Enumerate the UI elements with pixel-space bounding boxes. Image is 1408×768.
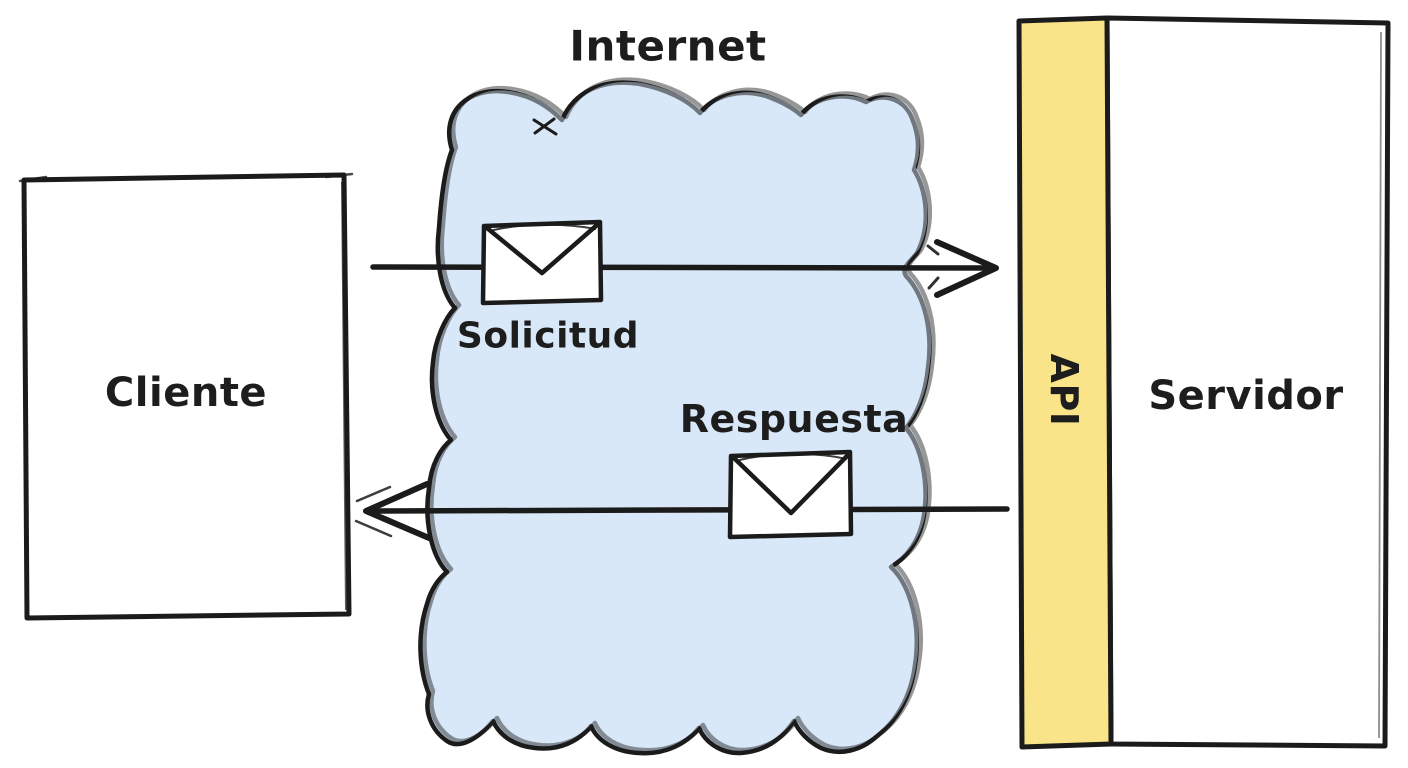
request-arrowhead bbox=[934, 239, 999, 298]
request-label: Solicitud bbox=[456, 315, 640, 357]
client-box bbox=[18, 172, 354, 621]
cloud-sketch-cross bbox=[532, 117, 558, 136]
cloud-sketch-ticks bbox=[926, 244, 940, 290]
client-box-overshoot bbox=[18, 172, 354, 183]
envelope-icon bbox=[480, 219, 604, 306]
envelope-icon bbox=[727, 449, 854, 540]
client-label: Cliente bbox=[104, 370, 268, 416]
response-arrowhead-sketch bbox=[354, 485, 393, 538]
server-box-sketch-stroke bbox=[1378, 31, 1382, 739]
response-arrow bbox=[354, 481, 1010, 541]
api-bar bbox=[1016, 15, 1114, 750]
server-label: Servidor bbox=[1148, 373, 1344, 419]
response-arrowhead bbox=[363, 481, 432, 541]
internet-label: Internet bbox=[569, 21, 767, 71]
api-label: API bbox=[1042, 353, 1086, 427]
response-label: Respuesta bbox=[679, 397, 909, 441]
request-arrow bbox=[370, 239, 999, 298]
client-box-sketch-stroke bbox=[341, 181, 347, 611]
